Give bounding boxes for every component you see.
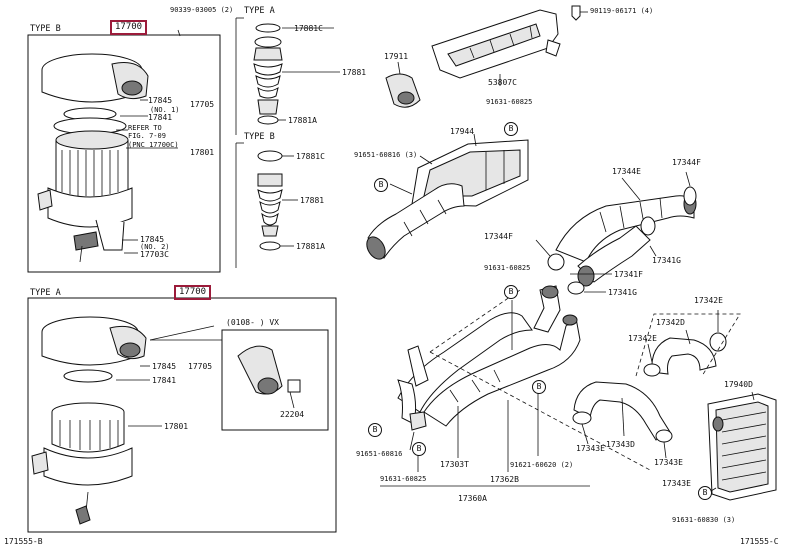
circle-mark-b: B — [374, 178, 388, 192]
header-type-b-mid: TYPE B — [244, 132, 275, 142]
label-17360a[interactable]: 17360A — [458, 494, 487, 503]
header-type-a-bottom: TYPE A — [30, 288, 61, 298]
highlighted-part-17700-bottom[interactable]: 17700 — [174, 285, 212, 300]
label-17341g[interactable]: 17341G — [652, 256, 681, 265]
label-17303t[interactable]: 17303T — [440, 460, 469, 469]
label-bolt-91631[interactable]: 91631-60825 — [486, 98, 533, 106]
label-17845[interactable]: 17845 — [140, 235, 165, 244]
label-17911[interactable]: 17911 — [384, 52, 409, 61]
label-no2: (NO. 2) — [140, 243, 170, 251]
label-17343e[interactable]: 17343E — [654, 458, 683, 467]
circle-mark-b: B — [504, 285, 518, 299]
air-intake-duct — [431, 9, 561, 79]
vx-variant-box — [221, 329, 329, 431]
resonator-17940d — [707, 393, 777, 501]
hose-17342d — [643, 332, 727, 377]
label-17841[interactable]: 17841 — [152, 376, 177, 385]
label-bolt-90339[interactable]: 90339-03005 (2) — [170, 6, 234, 14]
circle-mark-b: B — [698, 486, 712, 500]
label-bolt-91631[interactable]: 91631-60825 — [484, 264, 531, 272]
label-bolt-91651[interactable]: 91651-60816 — [356, 450, 403, 458]
label-17344e[interactable]: 17344E — [612, 167, 641, 176]
label-17940d[interactable]: 17940D — [724, 380, 753, 389]
hose-type-a — [253, 23, 283, 125]
label-17881a[interactable]: 17881A — [288, 116, 317, 125]
label-17881[interactable]: 17881 — [342, 68, 367, 77]
header-type-a-mid: TYPE A — [244, 6, 275, 16]
label-bolt-91621[interactable]: 91621-60620 (2) — [510, 461, 574, 469]
label-no1: (NO. 1) — [150, 106, 180, 114]
air-cleaner-type-b — [37, 53, 149, 263]
label-53807c[interactable]: 53807C — [488, 78, 517, 87]
label-17344f[interactable]: 17344F — [484, 232, 513, 241]
header-type-b-top: TYPE B — [30, 24, 61, 34]
label-17342e[interactable]: 17342E — [694, 296, 723, 305]
clamps-1734x — [547, 186, 697, 295]
label-17344f[interactable]: 17344F — [672, 158, 701, 167]
circle-mark-b: B — [532, 380, 546, 394]
label-17944[interactable]: 17944 — [450, 127, 475, 136]
air-cleaner-type-a — [31, 316, 147, 525]
label-22204[interactable]: 22204 — [280, 410, 305, 419]
highlighted-part-17700-top[interactable]: 17700 — [110, 20, 148, 35]
label-bolt-91631[interactable]: 91631-60830 (3) — [672, 516, 736, 524]
figure-code-right: 171555-C — [740, 537, 779, 546]
label-bolt-91631[interactable]: 91631-60825 — [380, 475, 427, 483]
label-17845[interactable]: 17845 — [148, 96, 173, 105]
intake-hose-left — [366, 183, 465, 260]
label-bolt-91651[interactable]: 91651-60816 (3) — [354, 151, 418, 159]
label-17705[interactable]: 17705 — [188, 362, 213, 371]
label-17703c[interactable]: 17703C — [140, 250, 169, 259]
label-17881a[interactable]: 17881A — [296, 242, 325, 251]
circle-mark-b: B — [368, 423, 382, 437]
label-refer-to: REFER TO — [128, 124, 162, 132]
label-17841[interactable]: 17841 — [148, 113, 173, 122]
label-17705[interactable]: 17705 — [190, 100, 215, 109]
resonator-elbow-17911 — [385, 73, 421, 108]
label-17343d[interactable]: 17343D — [606, 440, 635, 449]
figure-code-left: 171555-B — [4, 537, 43, 546]
label-17342d[interactable]: 17342D — [656, 318, 685, 327]
intake-pipe-17362b — [423, 314, 581, 427]
hose-lower-elbow — [577, 225, 651, 287]
label-17341g[interactable]: 17341G — [608, 288, 637, 297]
circle-mark-b: B — [412, 442, 426, 456]
variant-note-vx: (0108- ) VX — [226, 318, 279, 327]
label-17343e[interactable]: 17343E — [662, 479, 691, 488]
label-pnc-17700c: (PNC 17700C) — [128, 141, 179, 149]
label-17881[interactable]: 17881 — [300, 196, 325, 205]
label-17801[interactable]: 17801 — [164, 422, 189, 431]
type-b-air-cleaner-box — [27, 34, 221, 273]
label-17845[interactable]: 17845 — [152, 362, 177, 371]
label-17341f[interactable]: 17341F — [614, 270, 643, 279]
intake-pipe-17303t — [397, 285, 561, 431]
label-17343e[interactable]: 17343E — [576, 444, 605, 453]
label-17342e[interactable]: 17342E — [628, 334, 657, 343]
label-bolt-90119[interactable]: 90119-06171 (4) — [590, 7, 654, 15]
label-fig-7-09[interactable]: FIG. 7-09 — [128, 132, 166, 140]
hose-type-b — [257, 150, 283, 251]
label-17881c[interactable]: 17881C — [294, 24, 323, 33]
label-17362b[interactable]: 17362B — [490, 475, 519, 484]
label-17801[interactable]: 17801 — [190, 148, 215, 157]
vx-elbow-22204 — [237, 345, 301, 395]
label-17881c[interactable]: 17881C — [296, 152, 325, 161]
circle-mark-b: B — [504, 122, 518, 136]
